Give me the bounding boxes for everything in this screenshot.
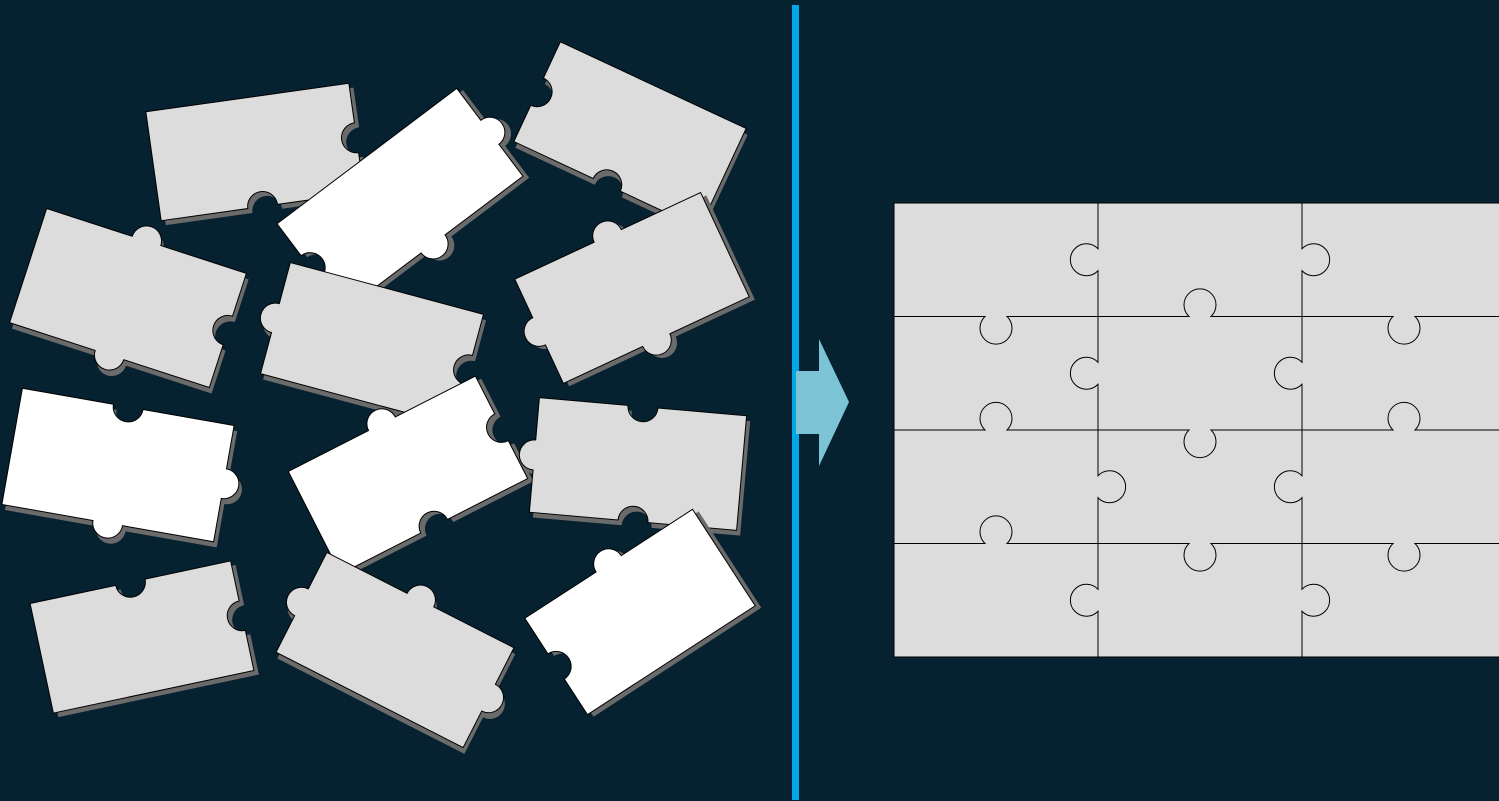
puzzle-piece-shape — [287, 375, 529, 575]
puzzle-piece — [8, 207, 249, 394]
puzzle-piece — [29, 560, 259, 718]
puzzle-piece-shape — [29, 560, 255, 714]
highlighted-puzzle-piece — [1, 387, 242, 548]
puzzle-seam-horizontal — [1098, 288, 1302, 317]
puzzle-seam-vertical — [1273, 316, 1303, 430]
puzzle-piece-shape — [524, 508, 756, 716]
puzzle-seam-horizontal — [1098, 543, 1302, 572]
assembled-puzzle — [893, 202, 1499, 658]
puzzle-piece-shape — [275, 551, 515, 749]
puzzle-piece-shape — [513, 41, 747, 229]
highlighted-puzzle-piece — [524, 508, 762, 717]
puzzle-seam-horizontal — [1302, 543, 1499, 572]
puzzle-piece-shape — [276, 87, 524, 313]
puzzle-seam-vertical — [1069, 316, 1099, 430]
puzzle-piece-shape — [1, 387, 240, 543]
puzzle-piece-shape — [8, 207, 248, 389]
puzzle-piece — [513, 41, 748, 235]
puzzle-seam-vertical — [1301, 203, 1331, 317]
highlighted-puzzle-piece — [287, 375, 534, 577]
highlighted-puzzle-piece — [276, 87, 530, 314]
puzzle-seam-horizontal — [894, 515, 1098, 544]
puzzle-piece-shape — [514, 191, 750, 385]
puzzle-seam-horizontal — [894, 316, 1098, 345]
scattered-pieces-group — [1, 41, 762, 754]
puzzle-seam-horizontal — [1302, 401, 1499, 431]
puzzle-piece — [259, 261, 487, 432]
puzzle-seam-horizontal — [894, 401, 1098, 431]
puzzle-seam-vertical — [1097, 430, 1127, 544]
puzzle-seam-vertical — [1069, 203, 1099, 317]
puzzle-seam-vertical — [1273, 430, 1303, 544]
puzzle-seam-vertical — [1301, 543, 1331, 657]
puzzle-seam-vertical — [1069, 543, 1099, 657]
puzzle-piece-shape — [518, 397, 748, 531]
puzzle-piece — [145, 82, 369, 226]
vertical-divider-line — [792, 5, 799, 800]
puzzle-piece — [275, 551, 516, 754]
puzzle-piece — [514, 191, 755, 387]
puzzle-seam-horizontal — [1302, 316, 1499, 345]
puzzle-seam-horizontal — [1098, 429, 1302, 459]
right-arrow-icon — [796, 339, 849, 466]
puzzle-piece — [518, 397, 751, 536]
